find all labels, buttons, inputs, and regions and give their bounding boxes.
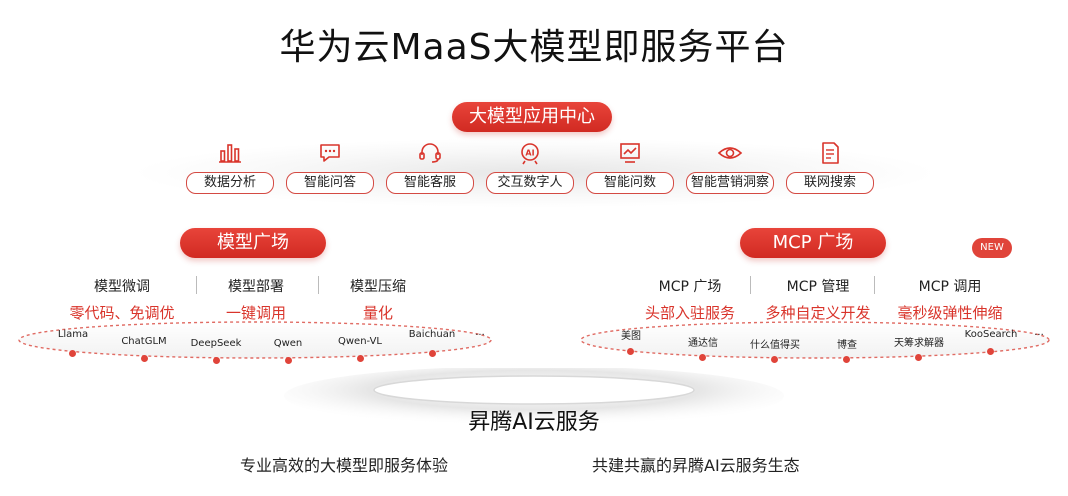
right-col-head: MCP 广场 xyxy=(658,279,722,295)
model-label[interactable]: ChatGLM xyxy=(121,336,167,347)
app-item-data-analysis[interactable]: 数据分析 xyxy=(186,140,274,194)
right-col-sub: 毫秒级弹性伸缩 xyxy=(897,304,1003,322)
right-col-sub: 多种自定义开发 xyxy=(765,304,871,322)
partner-label[interactable]: KooSearch xyxy=(964,329,1018,340)
left-col-head: 模型部署 xyxy=(228,279,284,295)
right-col-head: MCP 调用 xyxy=(918,279,982,295)
model-dot xyxy=(213,357,220,364)
headset-icon xyxy=(419,143,441,163)
app-item-customer-service[interactable]: 智能客服 xyxy=(386,140,474,194)
app-label: 智能问数 xyxy=(586,172,674,194)
app-label: 智能营销洞察 xyxy=(686,172,774,194)
app-label: 智能问答 xyxy=(286,172,374,194)
model-dot xyxy=(429,350,436,357)
document-search-icon xyxy=(822,142,839,164)
bar-chart-icon xyxy=(219,144,241,163)
svg-text:AI: AI xyxy=(525,149,534,158)
partner-dot xyxy=(915,354,922,361)
chat-bubble-icon xyxy=(320,144,340,162)
model-label-more: ... xyxy=(475,327,485,338)
footer-left-caption: 专业高效的大模型即服务体验 xyxy=(240,456,449,475)
mcp-ring xyxy=(580,321,1050,359)
partner-label[interactable]: 天筹求解器 xyxy=(894,338,944,349)
divider xyxy=(196,276,197,294)
app-item-qa[interactable]: 智能问答 xyxy=(286,140,374,194)
model-label[interactable]: Qwen xyxy=(273,338,303,349)
app-item-data-query[interactable]: 智能问数 xyxy=(586,140,674,194)
base-disc-inner xyxy=(373,375,695,405)
eye-icon xyxy=(717,147,743,159)
model-dot xyxy=(69,350,76,357)
partner-dot xyxy=(987,348,994,355)
partner-dot xyxy=(699,354,706,361)
left-col-head: 模型压缩 xyxy=(350,279,406,295)
partner-label[interactable]: 美图 xyxy=(621,331,641,342)
page-title: 华为云MaaS大模型即服务平台 xyxy=(279,27,789,68)
model-dot xyxy=(357,355,364,362)
model-dot xyxy=(141,355,148,362)
partner-dot xyxy=(843,356,850,363)
partner-label-more: ... xyxy=(1034,327,1044,338)
mcp-square-title: MCP 广场 xyxy=(740,228,886,258)
mcp-ring-ellipse xyxy=(580,321,1050,359)
app-item-digital-human[interactable]: AI 交互数字人 xyxy=(486,140,574,194)
model-label[interactable]: Baichuan xyxy=(408,329,456,340)
app-item-marketing-insight[interactable]: 智能营销洞察 xyxy=(686,140,774,194)
chart-screen-icon xyxy=(620,143,640,163)
new-badge: NEW xyxy=(972,238,1012,258)
left-col-sub: 一键调用 xyxy=(225,304,286,322)
app-row: 数据分析 智能问答 智能客服 AI 交互数字人 智能问数 xyxy=(186,140,886,194)
footer-right-caption: 共建共赢的昇腾AI云服务生态 xyxy=(592,456,800,475)
ai-avatar-icon: AI xyxy=(521,143,539,165)
divider xyxy=(874,276,875,294)
partner-label[interactable]: 通达信 xyxy=(688,338,718,349)
app-label: 数据分析 xyxy=(186,172,274,194)
left-col-sub: 零代码、免调优 xyxy=(69,304,175,322)
right-col-sub: 头部入驻服务 xyxy=(644,304,735,322)
model-label[interactable]: Qwen-VL xyxy=(338,336,382,347)
divider xyxy=(318,276,319,294)
model-dot xyxy=(285,357,292,364)
base-title: 昇腾AI云服务 xyxy=(468,410,600,435)
app-label: 交互数字人 xyxy=(486,172,574,194)
left-col-sub: 量化 xyxy=(362,304,393,322)
right-col-head: MCP 管理 xyxy=(786,279,850,295)
partner-label[interactable]: 博查 xyxy=(837,340,857,351)
partner-dot xyxy=(771,356,778,363)
app-center-title: 大模型应用中心 xyxy=(452,102,612,132)
left-col-head: 模型微调 xyxy=(94,279,150,295)
base-platform xyxy=(284,368,784,426)
app-item-web-search[interactable]: 联网搜索 xyxy=(786,140,874,194)
divider xyxy=(750,276,751,294)
partner-dot xyxy=(627,348,634,355)
partner-label[interactable]: 什么值得买 xyxy=(750,340,800,351)
model-label[interactable]: DeepSeek xyxy=(190,338,242,349)
model-ring xyxy=(18,321,492,359)
model-square-title: 模型广场 xyxy=(180,228,326,258)
model-ring-ellipse xyxy=(18,321,492,359)
app-label: 智能客服 xyxy=(386,172,474,194)
model-label[interactable]: Llama xyxy=(57,329,89,340)
app-label: 联网搜索 xyxy=(786,172,874,194)
